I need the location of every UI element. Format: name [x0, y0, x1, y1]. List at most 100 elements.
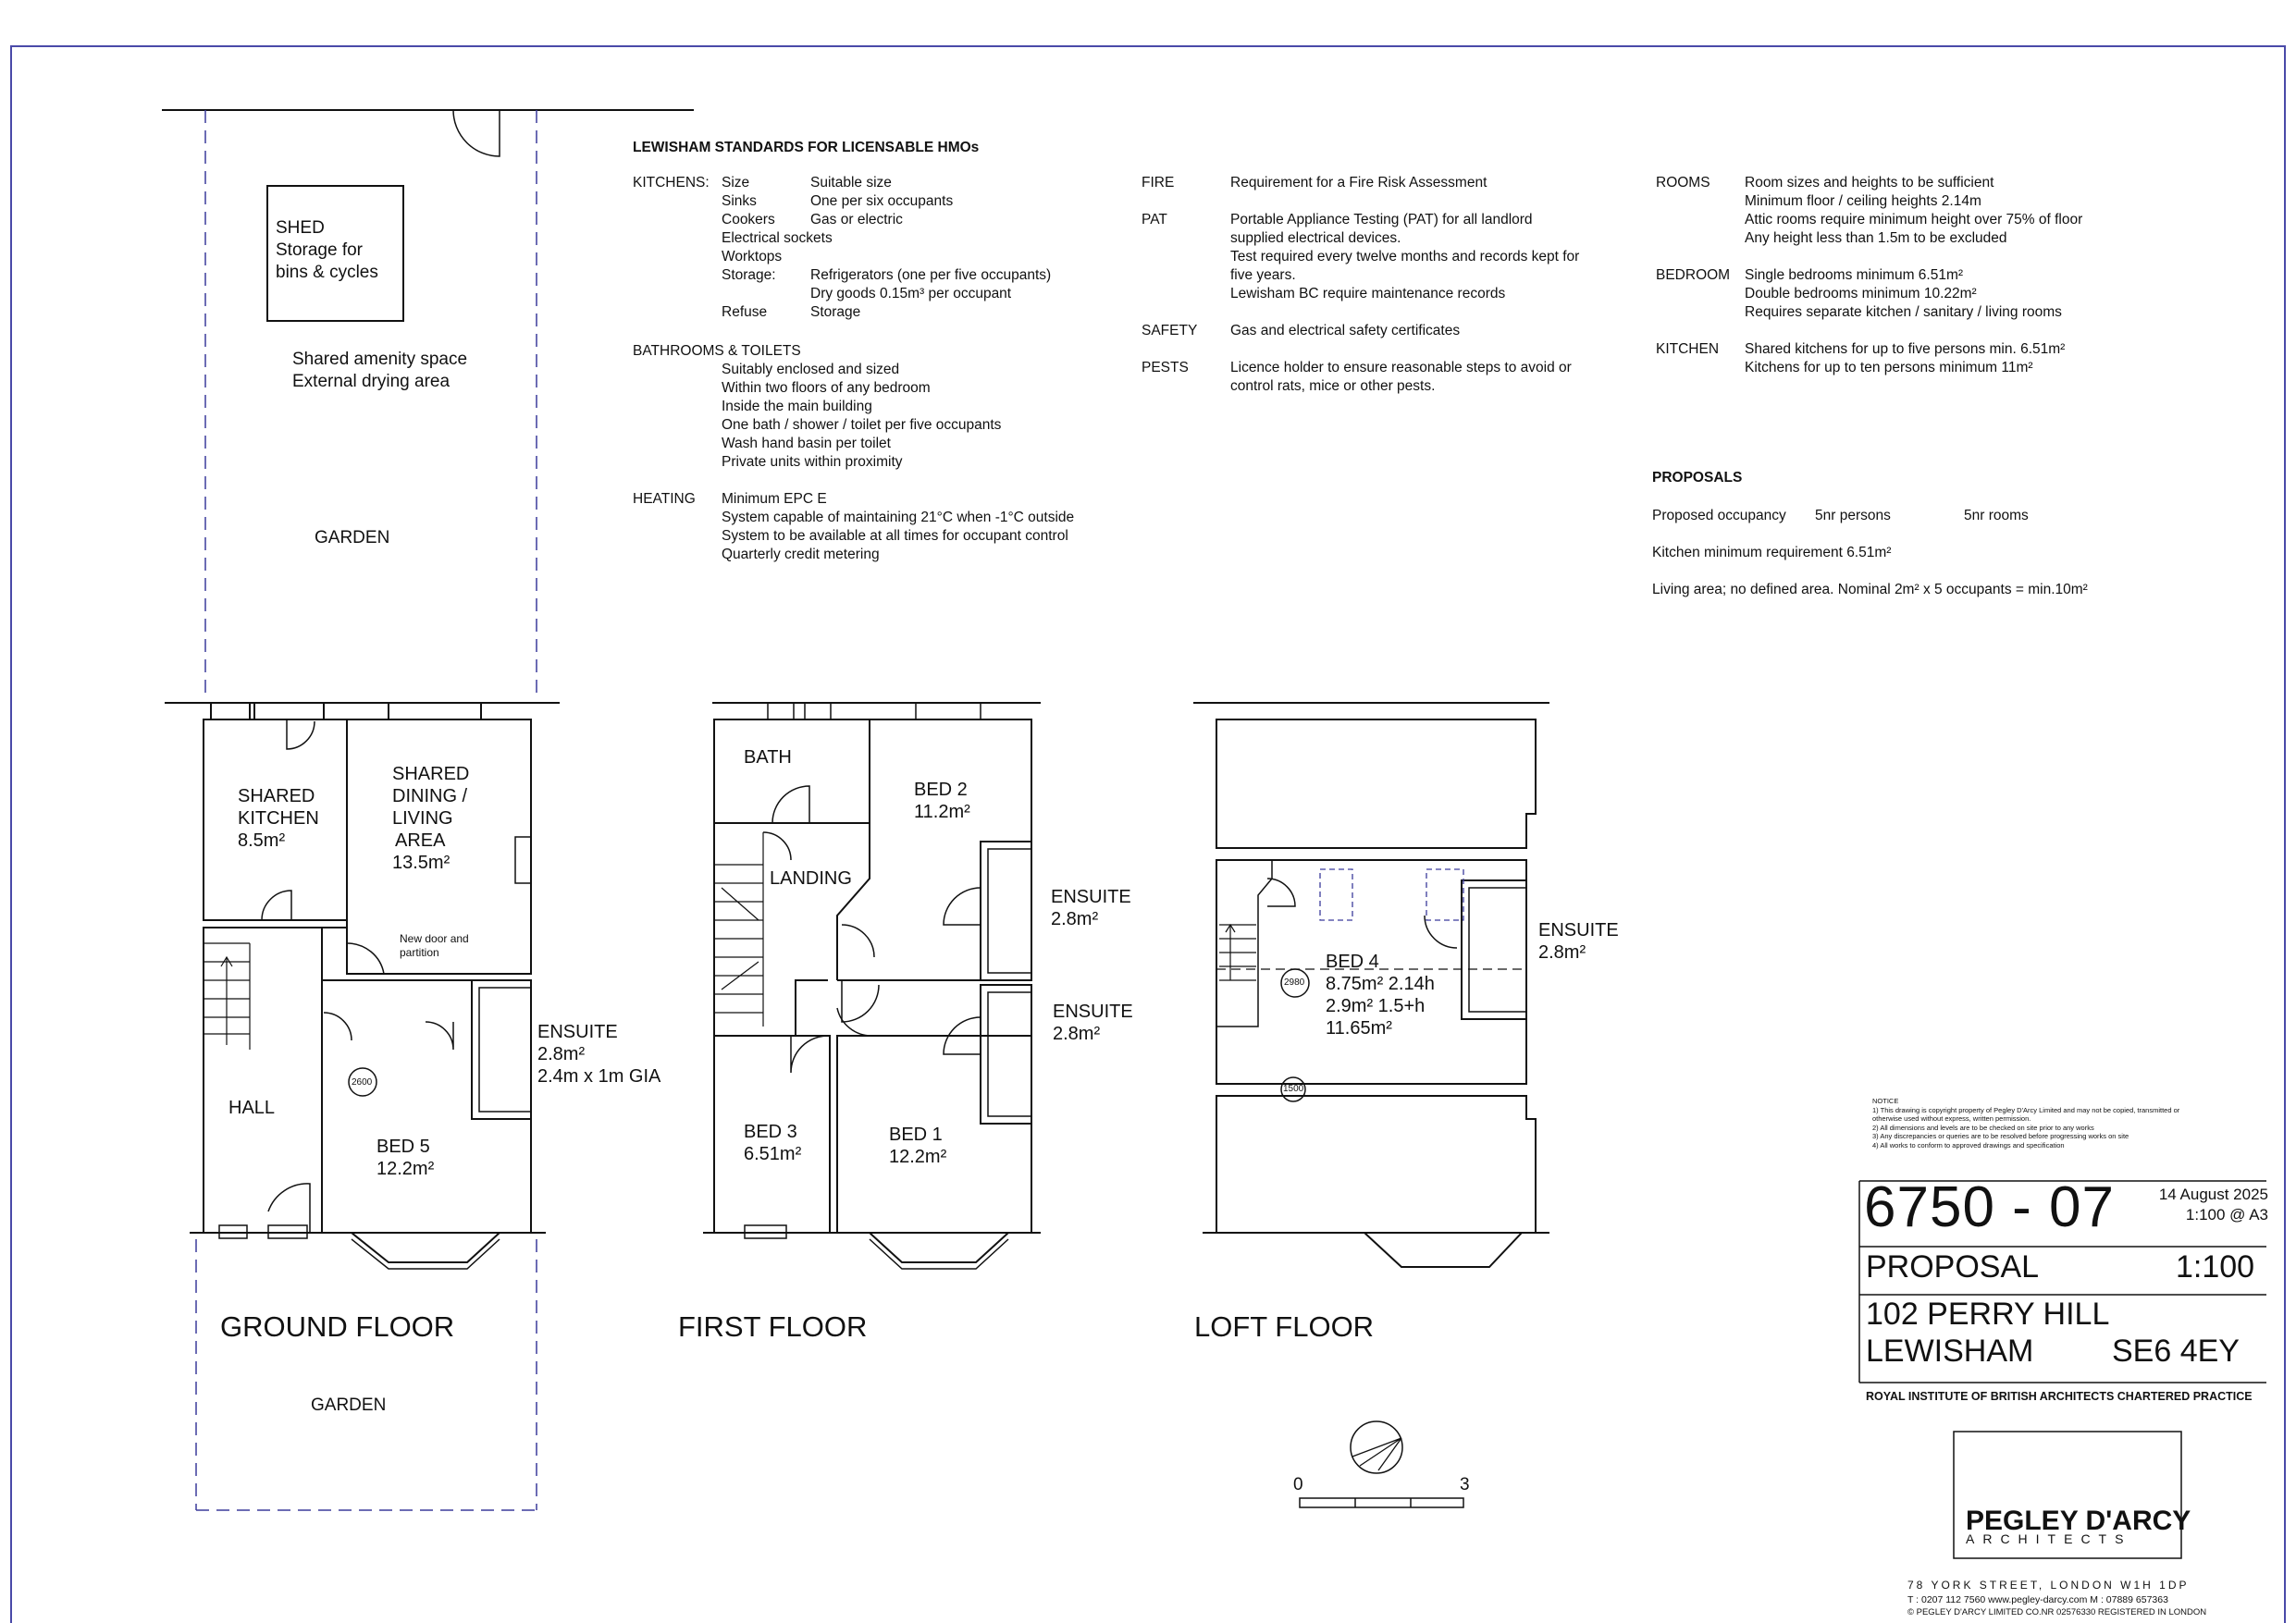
drawing-number: 6750 - 07 [1864, 1175, 2115, 1239]
room-area: 2.8m² [1051, 909, 1099, 929]
kitchens-detail: Storage [810, 304, 861, 320]
heating-label: HEATING [633, 491, 696, 507]
north-arrow [1350, 1420, 1403, 1474]
drawing-date: 14 August 2025 [2158, 1186, 2268, 1203]
kitchens-item: Worktops [722, 249, 783, 264]
drawing-scale-sheet: 1:100 @ A3 [2185, 1206, 2268, 1223]
bathrooms-item: Wash hand basin per toilet [722, 436, 891, 451]
room-line: BED 1 [889, 1125, 943, 1145]
address-line-2-postcode: SE6 4EY [2112, 1334, 2240, 1369]
shed-outline [266, 185, 404, 322]
kitchens-row: Refuse Storage [633, 303, 1132, 322]
room-line: AREA [395, 830, 446, 851]
room-area: 13.5m² [392, 853, 451, 873]
notice-item: 1) This drawing is copyright property of… [1872, 1105, 2180, 1114]
kitchens-item: Cookers [722, 212, 775, 227]
standards-heading: LEWISHAM STANDARDS FOR LICENSABLE HMOs [633, 140, 980, 155]
bedroom-label: BEDROOM [1656, 267, 1731, 283]
heating-item: Minimum EPC E [722, 491, 827, 507]
room-area: 11.65m² [1326, 1018, 1392, 1039]
room-area: 2.8m² [1538, 942, 1586, 963]
title-block-lines [1858, 1180, 2266, 1559]
rooms-label: ROOMS [1656, 175, 1710, 191]
sheet-frame [10, 45, 2286, 1623]
occupancy-rooms: 5nr rooms [1964, 508, 2029, 523]
scale-start-label: 0 [1293, 1475, 1303, 1494]
fire-text: Requirement for a Fire Risk Assessment [1230, 175, 1487, 191]
room-line: ENSUITE [537, 1022, 618, 1042]
site-plan [162, 109, 694, 1511]
kitchen-requirement: Kitchen minimum requirement 6.51m² [1652, 545, 1892, 560]
kitchens-item: Size [722, 175, 750, 191]
kitchens-row: Dry goods 0.15m³ per occupant [633, 285, 1132, 303]
scale-bar [1299, 1497, 1464, 1508]
rooms-text: Any height less than 1.5m to be excluded [1745, 230, 2007, 246]
bedroom-row: BEDROOM Single bedrooms minimum 6.51m² [1656, 266, 2137, 285]
bedroom-text: Double bedrooms minimum 10.22m² [1745, 286, 1977, 301]
pat-text: Portable Appliance Testing (PAT) for all… [1230, 212, 1533, 227]
bathrooms-item: Private units within proximity [722, 454, 903, 470]
room-area: 11.2m² [914, 802, 970, 822]
room-line: BED 3 [744, 1122, 797, 1142]
room-area: 2.9m² 1.5+h [1326, 996, 1426, 1016]
bedroom-text: Single bedrooms minimum 6.51m² [1745, 267, 1964, 283]
amenity-line: Shared amenity space [292, 350, 468, 369]
ground-ensuite-label: ENSUITE 2.8m² 2.4m x 1m GIA [537, 1021, 660, 1088]
note-line: partition [400, 946, 439, 959]
loft-floor-plan [1193, 702, 1549, 1268]
room-area: 8.75m² 2.14h [1326, 974, 1435, 994]
firm-contact: T : 0207 112 7560 www.pegley-darcy.com M… [1907, 1594, 2168, 1605]
heating-item: System capable of maintaining 21°C when … [722, 510, 1075, 525]
heating-item: Quarterly credit metering [722, 547, 880, 562]
room-line: BED 5 [376, 1137, 430, 1157]
firm-name: PEGLEY D'ARCY [1966, 1506, 2191, 1536]
shed-line: SHED [276, 218, 325, 238]
room-line: SHARED [392, 764, 470, 784]
occupancy-persons: 5nr persons [1815, 508, 1891, 523]
first-floor-title: FIRST FLOOR [678, 1310, 868, 1343]
kitchens-item: Refuse [722, 304, 768, 320]
kitchens-item: Electrical sockets [722, 230, 833, 246]
ground-height-tag [348, 1067, 377, 1097]
room-line: ENSUITE [1053, 1002, 1133, 1022]
bed3-label: BED 3 6.51m² [744, 1121, 801, 1165]
shed-line: Storage for [276, 240, 363, 260]
kitchens-item: Sinks [722, 193, 757, 209]
room-line: ENSUITE [1051, 887, 1131, 907]
loft-height-tag-1500 [1280, 1076, 1306, 1102]
firm-subtitle: ARCHITECTS [1966, 1531, 2132, 1546]
occupancy-label: Proposed occupancy [1652, 508, 1786, 523]
bedroom-block: BEDROOM Single bedrooms minimum 6.51m² Do… [1656, 266, 2137, 322]
kitchens-row: Electrical sockets [633, 229, 1132, 248]
ground-height-tag-text: 2600 [352, 1077, 373, 1088]
heating-row: HEATING Minimum EPC E [633, 490, 1132, 509]
kitchens-label: KITCHENS: [633, 175, 710, 191]
bathrooms-block: BATHROOMS & TOILETS Suitably enclosed an… [633, 342, 1132, 472]
kitchen-standard-text: Kitchens for up to ten persons minimum 1… [1745, 360, 2033, 375]
first-ensuite-lower-label: ENSUITE 2.8m² [1053, 1001, 1133, 1045]
amenity-label: Shared amenity space External drying are… [292, 349, 467, 393]
room-area: 12.2m² [889, 1147, 947, 1167]
landing-label: LANDING [770, 868, 852, 889]
room-line: LIVING [392, 808, 453, 829]
loft-tag-2980-text: 2980 [1284, 977, 1305, 988]
first-floor-plan [703, 702, 1041, 1270]
pests-text: Licence holder to ensure reasonable step… [1230, 360, 1572, 375]
notice-item: 4) All works to conform to approved draw… [1872, 1140, 2065, 1150]
pat-text: five years. [1230, 267, 1296, 283]
front-garden-label: GARDEN [311, 1396, 387, 1415]
bed5-label: BED 5 12.2m² [376, 1136, 434, 1180]
bathrooms-item: Inside the main building [722, 399, 872, 414]
safety-text: Gas and electrical safety certificates [1230, 323, 1461, 338]
logo-box [1953, 1431, 2182, 1559]
